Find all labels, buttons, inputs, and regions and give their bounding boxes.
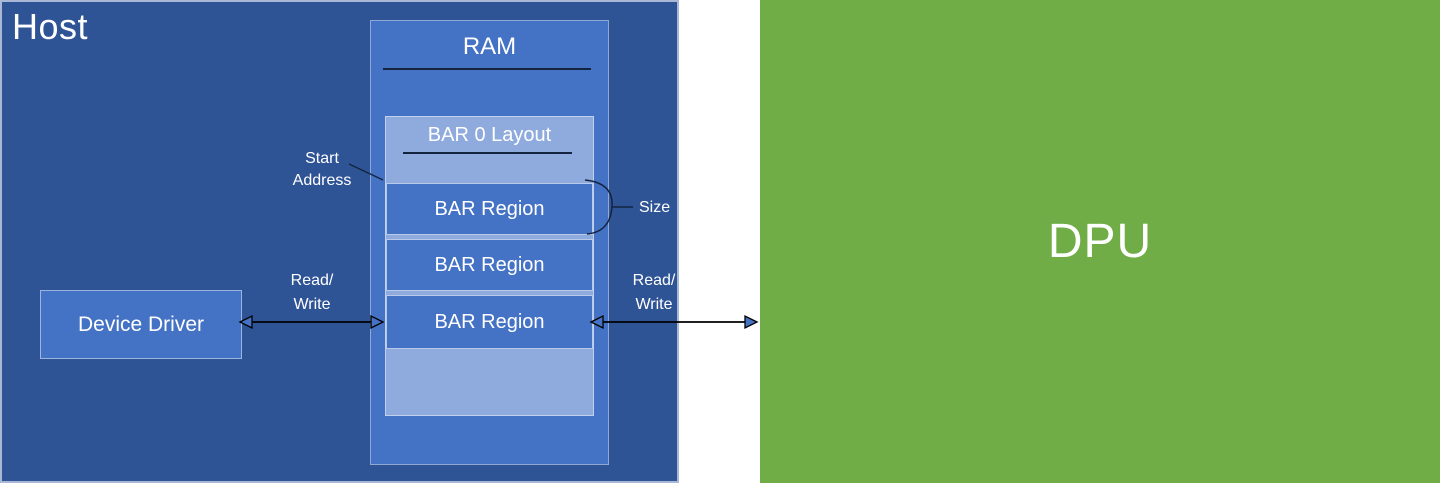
- ram-label: RAM: [462, 33, 517, 60]
- start-address-label: Start Address: [292, 150, 352, 189]
- bar0-layout-label: BAR 0 Layout: [427, 124, 552, 146]
- bar-region-1: BAR Region: [386, 183, 593, 235]
- arrowhead-right-arrow-east: [744, 314, 759, 330]
- ram-box: RAM BAR 0 Layout BAR Region BAR Region B…: [370, 20, 609, 465]
- bar-region-3-label: BAR Region: [434, 310, 545, 333]
- bar-region-2-label: BAR Region: [434, 253, 545, 276]
- read-write-label-right: Read/ Write: [632, 272, 676, 313]
- host-box: Host Device Driver RAM BAR 0 Layout BAR …: [0, 0, 679, 483]
- read-write-label-left: Read/ Write: [290, 272, 334, 313]
- size-label: Size: [639, 199, 671, 216]
- device-driver-box: Device Driver: [40, 290, 242, 359]
- host-label: Host: [12, 6, 89, 47]
- bar-region-3: BAR Region: [386, 295, 593, 349]
- bar-region-2: BAR Region: [386, 239, 593, 291]
- device-driver-label: Device Driver: [77, 312, 205, 336]
- dpu-label: DPU: [1047, 215, 1153, 268]
- bar0-layout-panel: BAR 0 Layout BAR Region BAR Region BAR R…: [385, 116, 594, 416]
- dpu-box: DPU: [760, 0, 1440, 483]
- bar-region-1-label: BAR Region: [434, 197, 545, 220]
